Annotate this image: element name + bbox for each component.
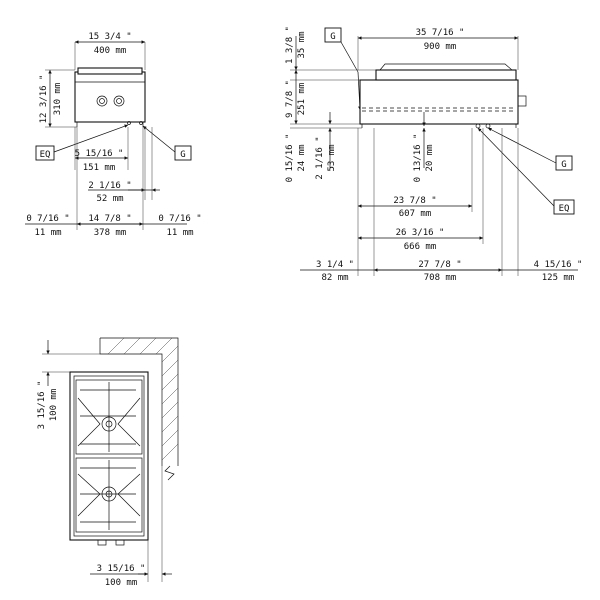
side-conn1-mm: 607 mm <box>399 209 432 219</box>
top-wall-gap-mm: 100 mm <box>49 389 59 422</box>
front-height-mm: 310 mm <box>53 83 63 116</box>
side-top-in: 1 3/8 " <box>285 26 295 64</box>
front-body <box>74 71 146 123</box>
wall <box>99 337 179 466</box>
top-view: 3 15/16 " 100 mm 3 15/16 " 100 mm <box>37 337 179 588</box>
side-body <box>359 79 519 125</box>
side-conn2-mm: 666 mm <box>404 242 437 252</box>
side-feet-mm: 708 mm <box>424 273 457 283</box>
side-inlet-height-in: 0 13/16 " <box>413 134 423 183</box>
side-body-in: 9 7/8 " <box>285 80 295 118</box>
side-feet-in: 27 7/8 " <box>418 260 461 270</box>
front-right-margin-mm: 11 mm <box>166 228 193 238</box>
side-rear-mm: 125 mm <box>542 273 575 283</box>
side-foot-in: 0 15/16 " <box>285 134 295 183</box>
front-eq-label: EQ <box>40 150 51 160</box>
side-body-mm: 251 mm <box>297 83 307 116</box>
top-bottom-gap-mm: 100 mm <box>105 578 138 588</box>
front-eq-offset-in: 5 15/16 " <box>75 149 124 159</box>
side-rear-in: 4 15/16 " <box>534 260 583 270</box>
front-view: 15 3/4 " 400 mm 12 3/16 " 310 mm EQ G 5 … <box>25 32 202 238</box>
front-g-offset-in: 2 1/16 " <box>88 181 131 191</box>
side-base-in: 2 1/16 " <box>315 136 325 179</box>
knob-right-icon <box>113 95 125 107</box>
front-right-margin-in: 0 7/16 " <box>158 214 201 224</box>
front-feet-span-mm: 378 mm <box>94 228 127 238</box>
burner-front-icon <box>101 486 117 502</box>
side-length-mm: 900 mm <box>424 42 457 52</box>
front-g-offset-mm: 52 mm <box>96 194 123 204</box>
front-left-margin-mm: 11 mm <box>34 228 61 238</box>
side-base-mm: 53 mm <box>327 144 337 171</box>
front-eq-offset-mm: 151 mm <box>83 163 116 173</box>
side-g-label-right: G <box>561 160 566 170</box>
top-wall-gap-in: 3 15/16 " <box>37 381 47 430</box>
side-top-mm: 35 mm <box>297 31 307 58</box>
front-height-in: 12 3/16 " <box>39 75 49 124</box>
front-width-in: 15 3/4 " <box>88 32 131 42</box>
top-bottom-gap-in: 3 15/16 " <box>97 564 146 574</box>
side-g-label-top: G <box>330 32 335 42</box>
side-view: G 35 7/16 " 900 mm 1 3/8 " 35 mm 9 7/8 "… <box>285 26 582 283</box>
front-left-margin-in: 0 7/16 " <box>26 214 69 224</box>
side-length-in: 35 7/16 " <box>416 28 465 38</box>
side-conn1-in: 23 7/8 " <box>393 196 436 206</box>
side-inlet-height-mm: 20 mm <box>425 144 435 171</box>
side-conn2-in: 26 3/16 " <box>396 228 445 238</box>
front-g-label: G <box>180 150 185 160</box>
side-foot-mm: 24 mm <box>297 144 307 171</box>
front-feet-span-in: 14 7/8 " <box>88 214 131 224</box>
side-eq-label-right: EQ <box>559 204 570 214</box>
wall-hatching <box>107 337 179 461</box>
front-width-mm: 400 mm <box>94 46 127 56</box>
burner-back-icon <box>101 416 117 432</box>
side-front-in: 3 1/4 " <box>316 260 354 270</box>
knob-left-icon <box>96 95 108 107</box>
side-front-mm: 82 mm <box>321 273 348 283</box>
